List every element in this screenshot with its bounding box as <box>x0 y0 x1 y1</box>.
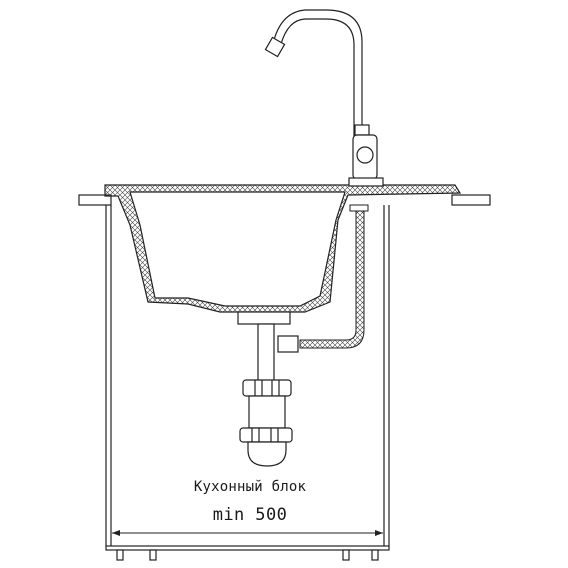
dimension-label: min 500 <box>212 505 288 525</box>
siphon-pipe <box>257 323 275 385</box>
faucet-base <box>348 177 384 187</box>
cabinet-leg <box>116 549 124 561</box>
faucet-lever <box>354 124 370 136</box>
siphon-bottle <box>248 395 286 429</box>
siphon-cup <box>247 441 287 467</box>
cabinet-label: Кухонный блок <box>193 479 307 495</box>
cabinet-leg <box>371 549 379 561</box>
faucet-mixer-icon <box>356 146 374 164</box>
cabinet-leg <box>149 549 157 561</box>
faucet <box>264 9 384 187</box>
siphon-nut-lower <box>239 427 293 443</box>
cabinet <box>105 205 390 561</box>
siphon-nut <box>242 379 292 397</box>
cabinet-leg <box>342 549 350 561</box>
corrugated-hose <box>299 210 365 349</box>
countertop-right <box>451 194 491 206</box>
siphon-branch <box>277 335 299 353</box>
drain-outlet <box>237 311 291 325</box>
faucet-spout <box>273 9 363 141</box>
faucet-aerator <box>264 36 286 58</box>
sink-bowl <box>104 184 462 325</box>
countertop <box>78 194 491 206</box>
overflow-hose <box>299 204 369 349</box>
countertop-left <box>78 194 112 206</box>
cabinet-bottom <box>105 545 390 551</box>
siphon <box>239 323 299 467</box>
